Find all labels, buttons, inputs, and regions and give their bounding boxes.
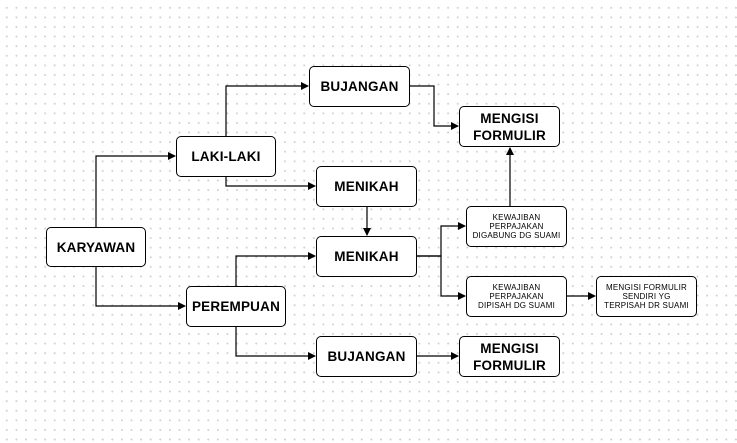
node-mengisi-formulir-sendiri[interactable]: MENGISI FORMULIR SENDIRI YG TERPISAH DR … (596, 276, 697, 317)
node-kewajiban-dipisah[interactable]: KEWAJIBAN PERPAJAKAN DIPISAH DG SUAMI (466, 276, 567, 317)
edge-bujangan-mengisi (410, 85, 459, 130)
node-menikah-top[interactable]: MENIKAH (316, 166, 417, 207)
node-mengisi-formulir-top[interactable]: MENGISI FORMULIR (459, 106, 560, 147)
node-kewajiban-digabung[interactable]: KEWAJIBAN PERPAJAKAN DIGABUNG DG SUAMI (466, 206, 567, 247)
edge-laki-menikah (225, 177, 316, 190)
node-menikah-bottom[interactable]: MENIKAH (316, 236, 417, 277)
node-bujangan-top[interactable]: BUJANGAN (309, 66, 410, 107)
edge-karyawan-perempuan (95, 267, 186, 310)
node-mengisi-formulir-bottom[interactable]: MENGISI FORMULIR (459, 336, 560, 377)
node-karyawan[interactable]: KARYAWAN (46, 227, 146, 267)
edge-menikah-kewajiban-gabung (417, 222, 466, 257)
edge-menikah-kewajiban-pisah (417, 255, 466, 300)
node-bujangan-bottom[interactable]: BUJANGAN (316, 336, 417, 377)
node-laki-laki[interactable]: LAKI-LAKI (176, 136, 276, 177)
edge-perempuan-menikah (235, 252, 316, 286)
edge-perempuan-bujangan (235, 327, 316, 360)
edge-laki-bujangan (225, 82, 309, 136)
edge-karyawan-laki (95, 152, 176, 227)
node-perempuan[interactable]: PEREMPUAN (186, 286, 286, 327)
